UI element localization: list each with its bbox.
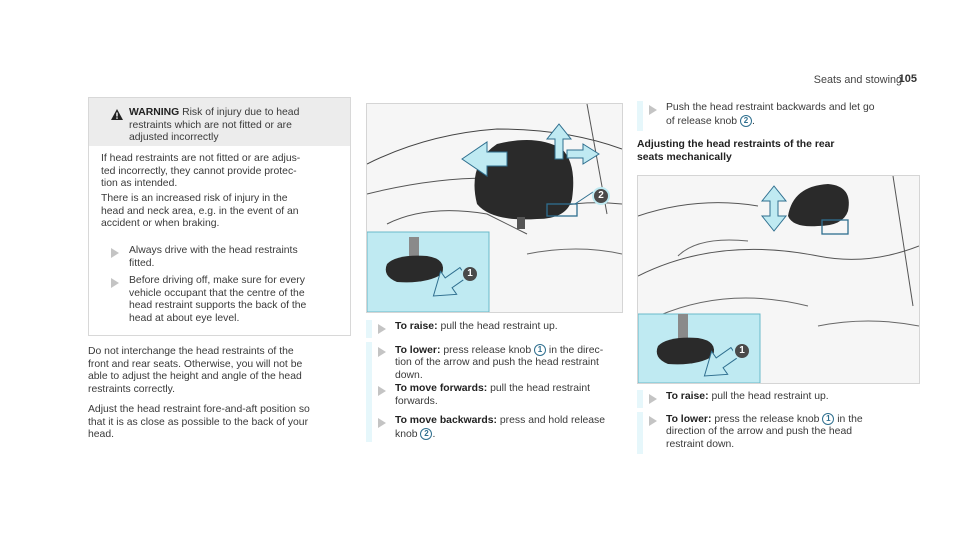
warning-triangle-icon [111, 109, 123, 120]
accent-stripe [366, 320, 372, 338]
text-line: Before driving off, make sure for every [129, 275, 305, 286]
text-line: that it is as close as possible to the b… [88, 416, 309, 428]
text-line: If head restraints are not fitted or are… [101, 153, 301, 164]
front-head-restraint-figure: 1 2 [366, 103, 623, 313]
bullet-arrow-icon [378, 418, 386, 428]
accent-stripe [637, 101, 643, 131]
instruction-text: pull the head restraint up. [440, 321, 558, 332]
rear-push-instruction: Push the head restraint backwards and le… [666, 102, 875, 127]
warning-lead-3: adjusted incorrectly [129, 132, 219, 144]
figure-knob-2-badge: 2 [592, 187, 610, 205]
text-line: front and rear seats. Otherwise, you wil… [88, 358, 303, 370]
rear-lower-instruction: To lower: press the release knob 1 in th… [666, 413, 906, 452]
text-line: able to adjust the height and angle of t… [88, 371, 302, 383]
bullet-arrow-icon [649, 105, 657, 115]
rear-head-restraint-illustration [638, 176, 919, 383]
warning-heading: WARNING Risk of injury due to head restr… [129, 107, 343, 145]
warning-paragraph-1: If head restraints are not fitted or are… [101, 153, 346, 191]
rear-head-restraint-figure: 1 [637, 175, 920, 384]
page-number: 105 [898, 73, 917, 85]
text-line: accident or when braking. [101, 218, 220, 230]
knob-2-badge: 2 [739, 114, 752, 127]
text-line: vehicle occupant that the centre of the [129, 287, 305, 299]
bullet-arrow-icon [111, 278, 119, 288]
warning-header: WARNING Risk of injury due to head restr… [89, 98, 350, 146]
bullet-arrow-icon [649, 416, 657, 426]
instruction-text: of release knob [666, 115, 738, 127]
text-line: head restraint supports the back of the [129, 300, 307, 312]
instruction-label: To raise: [395, 321, 438, 332]
warning-title: WARNING [129, 107, 180, 118]
accent-stripe [637, 412, 643, 454]
adjust-paragraph: Adjust the head restraint fore-and-aft p… [88, 404, 353, 442]
instruction-text: pull the head restraint up. [711, 391, 829, 402]
bullet-arrow-icon [111, 248, 119, 258]
text-line: Always drive with the head restraints [129, 245, 298, 256]
figure-knob-1-badge: 1 [733, 342, 751, 360]
instruction-label: To lower: [666, 413, 712, 425]
instruction-text: tion of the arrow and push the head rest… [395, 357, 599, 369]
instruction-text: pull the head restraint [490, 383, 591, 394]
warning-box: WARNING Risk of injury due to head restr… [88, 97, 351, 336]
instruction-text: in the direc- [548, 344, 604, 356]
knob-1-badge: 1 [534, 344, 546, 356]
instruction-label: To lower: [395, 344, 441, 356]
text-line: head at about eye level. [129, 312, 240, 324]
instruction-text: forwards. [395, 395, 438, 407]
knob-2-badge: 2 [420, 427, 433, 440]
bullet-arrow-icon [649, 394, 657, 404]
front-lower-instruction: To lower: press release knob 1 in the di… [395, 344, 627, 383]
instruction-label: To raise: [666, 391, 709, 402]
heading-line: seats mechanically [637, 151, 732, 163]
warning-bullet-1: Always drive with the head restraints fi… [129, 245, 344, 270]
text-line: restraints correctly. [88, 383, 175, 395]
instruction-label: To move forwards: [395, 383, 488, 394]
rear-section-heading: Adjusting the head restraints of the rea… [637, 139, 907, 164]
text-line: Adjust the head restraint fore-and-aft p… [88, 404, 310, 415]
bullet-arrow-icon [378, 347, 386, 357]
instruction-text: restraint down. [666, 438, 735, 450]
instruction-text: down. [395, 369, 423, 381]
warning-lead-2: restraints which are not fitted or are [129, 119, 292, 131]
text-line: tion as intended. [101, 178, 178, 190]
instruction-text: Push the head restraint backwards and le… [666, 102, 875, 113]
bullet-arrow-icon [378, 324, 386, 334]
text-line: head. [88, 429, 115, 441]
instruction-label: To move backwards: [395, 415, 498, 426]
front-head-restraint-illustration [367, 104, 622, 312]
instruction-text: press and hold release [499, 415, 606, 426]
accent-stripe [366, 342, 372, 442]
instruction-text: press release knob [443, 344, 532, 356]
warning-lead: Risk of injury due to head [182, 107, 300, 118]
text-line: There is an increased risk of injury in … [101, 193, 288, 204]
rear-raise-instruction: To raise: pull the head restraint up. [666, 391, 906, 404]
knob-1-badge: 1 [822, 413, 835, 425]
instruction-text: knob [395, 428, 418, 440]
warning-bullet-2: Before driving off, make sure for every … [129, 275, 344, 325]
text-line: Do not interchange the head restraints o… [88, 346, 294, 357]
instruction-text: direction of the arrow and push the head [666, 426, 853, 438]
page-header-title: Seats and stowing [813, 74, 902, 86]
text-line: head and neck area, e.g. in the event of… [101, 205, 299, 217]
text-line: fitted. [129, 257, 155, 269]
front-forward-instruction: To move forwards: pull the head restrain… [395, 383, 627, 408]
text-line: ted incorrectly, they cannot provide pro… [101, 165, 297, 177]
interchange-paragraph: Do not interchange the head restraints o… [88, 346, 353, 396]
front-backward-instruction: To move backwards: press and hold releas… [395, 415, 606, 440]
instruction-text: in the [837, 413, 863, 425]
bullet-arrow-icon [378, 386, 386, 396]
heading-line: Adjusting the head restraints of the rea… [637, 139, 835, 150]
figure-knob-1-badge: 1 [461, 265, 479, 283]
warning-paragraph-2: There is an increased risk of injury in … [101, 193, 346, 231]
accent-stripe [637, 390, 643, 408]
front-raise-instruction: To raise: pull the head restraint up. [395, 321, 625, 334]
instruction-text: press the release knob [714, 413, 820, 425]
